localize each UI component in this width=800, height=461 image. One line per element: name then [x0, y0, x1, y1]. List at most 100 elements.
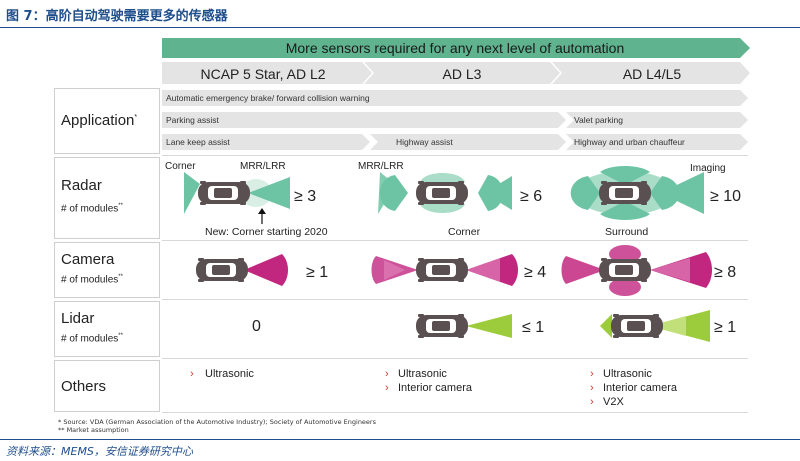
radar-l3-note: Corner	[448, 226, 481, 238]
radar-front-long-lobe	[484, 176, 512, 210]
radar-l45-imaging-label: Imaging	[690, 163, 726, 174]
others-l2-item: Ultrasonic	[205, 368, 254, 380]
car-icon	[198, 181, 250, 205]
camera-l3-count: ≥ 4	[524, 264, 546, 281]
radar-rear-lobe	[184, 172, 200, 214]
lidar-front-inner-lobe	[650, 316, 686, 336]
others-label: Others	[61, 378, 107, 395]
footnotes: * Source: VDA (German Association of the…	[58, 418, 376, 434]
others-l45-item: Interior camera	[603, 382, 678, 394]
others-l3-item: Ultrasonic	[398, 368, 447, 380]
radar-label: Radar	[61, 177, 102, 194]
app-bar-aeb	[162, 90, 748, 106]
level-l2-chevron	[162, 62, 372, 84]
camera-rear-lobe	[561, 256, 605, 284]
lidar-l3-count: ≤ 1	[522, 319, 544, 336]
car-icon	[416, 181, 468, 205]
application-label: Application*	[61, 112, 138, 129]
separator	[162, 299, 748, 300]
app-chauffeur-label: Highway and urban chauffeur	[574, 137, 685, 147]
banner-arrow	[162, 38, 750, 58]
radar-l45-note: Surround	[605, 226, 648, 238]
app-valet-label: Valet parking	[574, 115, 623, 125]
row-camera-box: Camera # of modules**	[54, 242, 160, 298]
bullet-chevron-icon: ›	[385, 368, 389, 380]
level-l2-label: NCAP 5 Star, AD L2	[200, 66, 325, 82]
level-l45-chevron	[552, 62, 750, 84]
lidar-l45-count: ≥ 1	[714, 319, 736, 336]
radar-side-lobe	[600, 201, 650, 220]
radar-front-lobe	[248, 177, 290, 209]
app-bar-chauffeur	[566, 134, 748, 150]
separator	[162, 240, 748, 241]
radar-side-lobe	[600, 166, 650, 185]
separator	[162, 412, 748, 413]
row-radar-box: Radar # of modules**	[54, 157, 160, 239]
camera-l45-count: ≥ 8	[714, 264, 736, 281]
level-l45-label: AD L4/L5	[623, 66, 682, 82]
bullet-chevron-icon: ›	[385, 382, 389, 394]
app-highway-label: Highway assist	[396, 137, 453, 147]
row-lidar-box: Lidar # of modules**	[54, 301, 160, 357]
source-line: 资料来源：MEMS，安信证券研究中心	[6, 445, 193, 458]
radar-l2-note: New: Corner starting 2020	[205, 226, 328, 238]
bullet-chevron-icon: ›	[590, 382, 594, 394]
radar-rear-corner-lobe	[378, 172, 396, 214]
radar-rear-lobe	[570, 176, 600, 210]
footnote: * Source: VDA (German Association of the…	[58, 418, 376, 426]
bullet-chevron-icon: ›	[590, 396, 594, 408]
app-parking-label: Parking assist	[166, 115, 220, 125]
app-aeb-label: Automatic emergency brake/ forward colli…	[166, 93, 370, 103]
others-l3-item: Interior camera	[398, 382, 473, 394]
others-l45-item: V2X	[603, 396, 624, 408]
camera-sub-label: # of modules**	[61, 274, 123, 286]
camera-top-lobe	[609, 245, 641, 263]
radar-l2-count: ≥ 3	[294, 188, 316, 205]
camera-front-lobe	[244, 254, 288, 286]
radar-l3-mrr-label: MRR/LRR	[358, 161, 404, 172]
camera-bottom-lobe	[609, 278, 641, 296]
bullet-chevron-icon: ›	[590, 368, 594, 380]
footer-rule	[0, 439, 800, 440]
footnote: ** Market assumption	[58, 426, 129, 434]
camera-l2-count: ≥ 1	[306, 264, 328, 281]
app-bar-highway	[370, 134, 566, 150]
app-lane-label: Lane keep assist	[166, 137, 230, 147]
car-icon	[599, 181, 651, 205]
radar-l45-count: ≥ 10	[710, 188, 741, 205]
lidar-rear-lobe	[600, 314, 612, 338]
row-others-box: Others	[54, 360, 160, 412]
figure-title: 图 7：高阶自动驾驶需要更多的传感器	[6, 9, 228, 24]
level-l3-label: AD L3	[443, 66, 482, 82]
camera-side-lobe	[384, 260, 405, 280]
row-application-box: Application*	[54, 88, 160, 154]
car-icon	[416, 258, 468, 282]
arrow-up-icon	[258, 208, 266, 214]
car-icon	[196, 258, 248, 282]
others-l45-item: Ultrasonic	[603, 368, 652, 380]
radar-sub-label: # of modules**	[61, 203, 123, 215]
level-l3-chevron	[364, 62, 560, 84]
separator	[162, 358, 748, 359]
camera-label: Camera	[61, 251, 115, 268]
radar-l2-corner-label: Corner	[165, 161, 196, 172]
camera-front-wide-lobe	[466, 258, 500, 282]
bullet-chevron-icon: ›	[190, 368, 194, 380]
title-rule	[0, 27, 800, 28]
app-bar-valet	[566, 112, 748, 128]
camera-front-wide-lobe	[650, 258, 690, 282]
car-icon	[611, 314, 663, 338]
car-icon	[416, 314, 468, 338]
app-bar-lane	[162, 134, 370, 150]
radar-l3-count: ≥ 6	[520, 188, 542, 205]
app-bar-parking	[162, 112, 566, 128]
separator	[162, 155, 748, 156]
lidar-l2-count: 0	[252, 318, 261, 335]
radar-l2-mrr-label: MRR/LRR	[240, 161, 286, 172]
lidar-sub-label: # of modules**	[61, 333, 123, 345]
radar-imaging-lobe	[660, 172, 704, 214]
banner-text: More sensors required for any next level…	[286, 40, 625, 56]
lidar-front-lobe	[466, 314, 512, 338]
lidar-label: Lidar	[61, 310, 95, 327]
